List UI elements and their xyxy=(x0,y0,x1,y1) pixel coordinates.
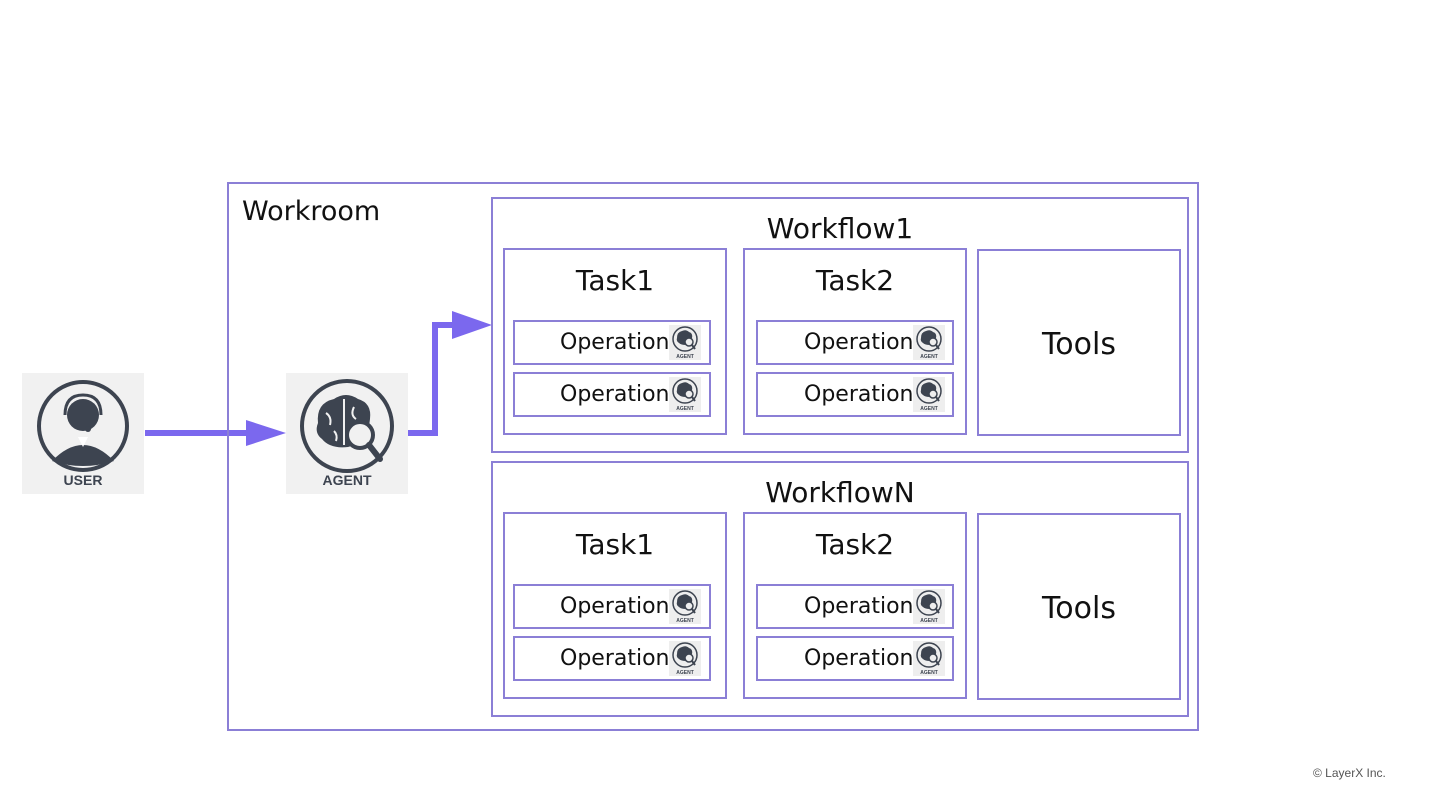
operation-agent-caption: AGENT xyxy=(676,406,694,412)
operation-agent-badge: AGENT xyxy=(669,641,701,676)
tools-label: Tools xyxy=(1042,327,1116,362)
operation-agent-caption: AGENT xyxy=(920,618,938,624)
operation-agent-badge: AGENT xyxy=(913,589,945,624)
tools-box: Tools xyxy=(977,513,1181,700)
brain-magnifier-icon xyxy=(916,590,942,616)
operation-box: Operation AGENT xyxy=(756,584,954,629)
operation-agent-badge: AGENT xyxy=(913,377,945,412)
operation-agent-caption: AGENT xyxy=(920,406,938,412)
user-tile: USER xyxy=(22,373,144,494)
task-title: Task2 xyxy=(815,264,895,297)
task-title: Task1 xyxy=(575,528,655,561)
operation-label: Operation xyxy=(560,382,670,407)
operation-box: Operation AGENT xyxy=(756,636,954,681)
operation-label: Operation xyxy=(804,382,914,407)
operation-box: Operation AGENT xyxy=(756,320,954,365)
task-title: Task1 xyxy=(575,264,655,297)
workflow-title: Workflow1 xyxy=(766,212,914,245)
operation-box: Operation AGENT xyxy=(513,320,711,365)
tools-label: Tools xyxy=(1042,591,1116,626)
operation-box: Operation AGENT xyxy=(513,584,711,629)
brain-magnifier-icon xyxy=(916,378,942,404)
operation-agent-badge: AGENT xyxy=(669,325,701,360)
user-caption: USER xyxy=(63,472,103,488)
workroom-box: Workroom xyxy=(227,182,1199,731)
task-title: Task2 xyxy=(815,528,895,561)
brain-magnifier-icon xyxy=(916,326,942,352)
user-headset-icon xyxy=(37,380,129,472)
brain-magnifier-icon xyxy=(672,326,698,352)
tools-box: Tools xyxy=(977,249,1181,436)
operation-agent-badge: AGENT xyxy=(913,641,945,676)
operation-label: Operation xyxy=(804,330,914,355)
operation-agent-caption: AGENT xyxy=(920,354,938,360)
operation-agent-badge: AGENT xyxy=(913,325,945,360)
copyright: © LayerX Inc. xyxy=(1313,766,1386,780)
operation-agent-badge: AGENT xyxy=(669,589,701,624)
brain-magnifier-icon xyxy=(672,590,698,616)
operation-label: Operation xyxy=(804,646,914,671)
workroom-title: Workroom xyxy=(242,196,381,227)
agent-tile: AGENT xyxy=(286,373,408,494)
brain-magnifier-icon xyxy=(672,642,698,668)
operation-agent-caption: AGENT xyxy=(676,670,694,676)
operation-label: Operation xyxy=(560,594,670,619)
operation-label: Operation xyxy=(804,594,914,619)
workflow-title: WorkflowN xyxy=(765,476,915,509)
operation-box: Operation AGENT xyxy=(513,636,711,681)
operation-agent-caption: AGENT xyxy=(676,618,694,624)
operation-label: Operation xyxy=(560,646,670,671)
operation-agent-caption: AGENT xyxy=(920,670,938,676)
brain-magnifier-icon xyxy=(300,379,394,473)
operation-box: Operation AGENT xyxy=(756,372,954,417)
operation-agent-badge: AGENT xyxy=(669,377,701,412)
operation-agent-caption: AGENT xyxy=(676,354,694,360)
operation-box: Operation AGENT xyxy=(513,372,711,417)
brain-magnifier-icon xyxy=(916,642,942,668)
agent-caption: AGENT xyxy=(322,472,372,488)
brain-magnifier-icon xyxy=(672,378,698,404)
operation-label: Operation xyxy=(560,330,670,355)
